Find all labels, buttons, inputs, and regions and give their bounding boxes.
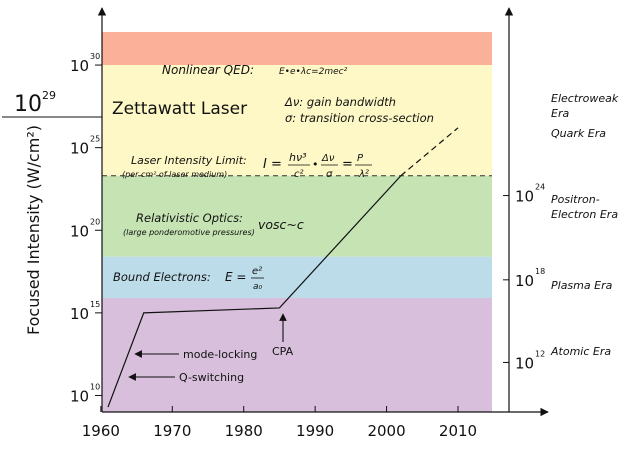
svg-text:Δν: Δν (321, 153, 335, 164)
band-bound (102, 256, 492, 298)
laser-limit-sublabel: (per cm² of laser medium) (122, 170, 227, 179)
cpa-label: CPA (272, 345, 294, 358)
svg-text:hν³: hν³ (289, 151, 307, 164)
svg-text:E =: E = (225, 270, 246, 284)
y-tick-label: 10 (70, 222, 89, 240)
era-plasma: Plasma Era (551, 279, 613, 292)
x-tick-label: 2010 (439, 422, 477, 440)
right-tick-exponent: 12 (535, 349, 545, 358)
relativistic-sublabel: (large ponderomotive pressures) (123, 228, 255, 237)
y-axis-label: Focused Intensity (W/cm²) (24, 125, 43, 335)
intensity-bands (102, 32, 492, 412)
right-tick-exponent: 24 (535, 183, 545, 192)
band-laser-limit (102, 65, 492, 176)
right-tick-label: 10 (515, 272, 534, 290)
zettawatt-exponent: 29 (42, 89, 56, 102)
laser-limit-label: Laser Intensity Limit: (131, 154, 247, 167)
x-tick-label: 1980 (225, 422, 263, 440)
x-tick-label: 2000 (367, 422, 405, 440)
gain-bandwidth-label: Δν: gain bandwidth (284, 95, 396, 109)
y-tick-exponent: 20 (90, 217, 100, 226)
vosc-label: vosc~c (258, 217, 304, 232)
y-tick-label: 10 (70, 387, 89, 405)
svg-text:P: P (357, 153, 364, 164)
era-positron-1: Positron- (551, 193, 600, 206)
series-layer (107, 127, 459, 408)
right-tick-label: 10 (515, 188, 534, 206)
y-tick-exponent: 15 (90, 300, 100, 309)
right-tick-label: 10 (515, 354, 534, 372)
x-tick-label: 1970 (153, 422, 191, 440)
laser-limit-equation: I = hν³ c² • Δν σ = P λ² (263, 151, 372, 180)
svg-text:•: • (312, 158, 319, 171)
zettawatt-ten: 10 (14, 92, 42, 117)
era-electroweak-2: Era (551, 107, 569, 120)
x-tick-label: 1990 (296, 422, 334, 440)
mode-locking-label: mode-locking (183, 348, 257, 361)
y-tick-exponent: 10 (90, 382, 100, 391)
bound-electrons-label: Bound Electrons: (113, 270, 211, 284)
era-quark: Quark Era (551, 127, 606, 140)
svg-text:e²: e² (252, 266, 262, 277)
y-tick-exponent: 25 (90, 135, 100, 144)
right-tick-exponent: 18 (535, 267, 545, 276)
era-electroweak-1: Electroweak (551, 92, 619, 105)
band-atomic (102, 298, 492, 412)
nonlinear-qed-label: Nonlinear QED: (162, 63, 254, 77)
series-projection-dashed (400, 127, 459, 177)
svg-text:=: = (342, 157, 353, 172)
zettawatt-label: Zettawatt Laser (112, 99, 247, 119)
nonlinear-qed-equation: E•e•λc=2mec² (279, 67, 348, 77)
y-tick-label: 10 (70, 140, 89, 158)
bound-electrons-equation: E = e² a₀ (225, 266, 264, 292)
series-intensity-line (107, 175, 402, 408)
svg-text:λ²: λ² (358, 169, 369, 180)
era-atomic: Atomic Era (550, 345, 611, 358)
band-nonlinear-qed (102, 32, 492, 66)
svg-text:c²: c² (294, 169, 304, 180)
era-positron-2: Electron Era (551, 208, 618, 221)
cross-section-label: σ: transition cross-section (285, 111, 434, 125)
svg-text:σ: σ (326, 169, 333, 180)
q-switching-label: Q-switching (179, 371, 244, 384)
svg-text:I =: I = (263, 157, 282, 172)
relativistic-label: Relativistic Optics: (136, 211, 243, 225)
y-tick-label: 10 (70, 305, 89, 323)
x-tick-label: 1960 (82, 422, 120, 440)
y-tick-label: 10 (70, 57, 89, 75)
y-tick-exponent: 30 (90, 52, 100, 61)
svg-text:a₀: a₀ (253, 282, 263, 292)
x-ticks: 1960 1970 1980 1990 2000 2010 (82, 406, 477, 440)
band-relativistic (102, 175, 492, 257)
